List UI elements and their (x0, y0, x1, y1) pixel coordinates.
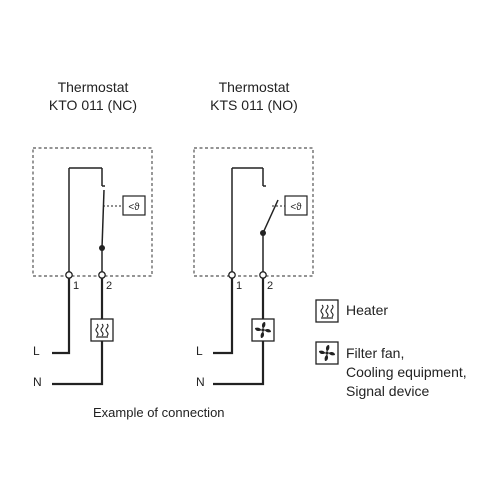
heater-icon (90, 318, 114, 342)
thermostat-title-no: Thermostat KTS 011 (NO) (174, 78, 334, 114)
terminal-2-label-nc: 2 (106, 280, 113, 292)
contact-wiring-no (231, 167, 266, 272)
external-wiring-no (213, 278, 265, 386)
pivot-dot-nc (99, 245, 105, 251)
diagram-caption: Example of connection (93, 405, 225, 420)
thermostat-title-nc: Thermostat KTO 011 (NC) (13, 78, 173, 114)
sensor-box-no (284, 195, 308, 216)
live-label-nc: L (33, 344, 40, 358)
pivot-dot-no (260, 230, 266, 236)
external-wiring-nc (52, 278, 104, 386)
switch-contact-no (262, 199, 279, 234)
model-line: KTS 011 (NO) (210, 97, 298, 113)
live-label-no: L (196, 344, 203, 358)
terminal-1-no (228, 271, 236, 279)
terminal-2-label-no: 2 (267, 280, 274, 292)
title-line: Thermostat (57, 79, 129, 95)
legend-line: Cooling equipment, (346, 364, 467, 380)
thermostat-housing-nc (32, 147, 153, 277)
legend-heater-icon (315, 299, 339, 323)
legend-fan-icon (315, 341, 339, 365)
fan-icon (251, 318, 275, 342)
legend-line: Heater (346, 302, 389, 318)
sensor-box-nc (122, 195, 146, 216)
terminal-1-label-no: 1 (236, 280, 243, 292)
sensor-symbol-nc: <ϑ (128, 202, 140, 213)
sensor-symbol-no: <ϑ (290, 202, 302, 213)
terminal-2-no (259, 271, 267, 279)
legend-heater-label: Heater (346, 301, 388, 320)
contact-wiring-nc (68, 167, 105, 272)
terminal-2-nc (98, 271, 106, 279)
thermostat-housing-no (193, 147, 314, 277)
model-line: KTO 011 (NC) (48, 97, 138, 113)
neutral-label-nc: N (33, 375, 42, 389)
title-line: Thermostat (218, 79, 290, 95)
legend-line: Filter fan, (346, 345, 405, 361)
terminal-1-nc (65, 271, 73, 279)
terminal-1-label-nc: 1 (73, 280, 80, 292)
legend-fan-label: Filter fan, Cooling equipment, Signal de… (346, 344, 467, 401)
switch-contact-nc (101, 189, 105, 249)
neutral-label-no: N (196, 375, 205, 389)
legend-line: Signal device (346, 383, 430, 399)
